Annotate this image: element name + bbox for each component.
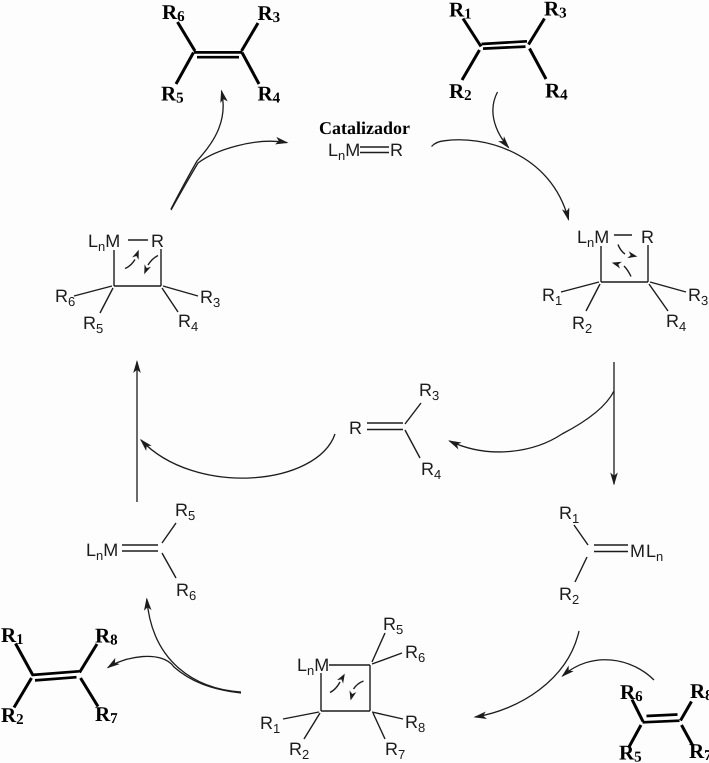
svg-text:R: R: [349, 418, 362, 438]
svg-text:LnM: LnM: [86, 540, 118, 563]
svg-text:R3: R3: [544, 0, 567, 22]
svg-text:R7: R7: [689, 739, 709, 763]
svg-text:R: R: [390, 140, 403, 160]
svg-text:LnM: LnM: [88, 231, 120, 254]
svg-text:LnM: LnM: [297, 655, 329, 678]
svg-text:LnM: LnM: [328, 140, 360, 163]
svg-text:R8: R8: [690, 679, 709, 704]
svg-text:Catalizador: Catalizador: [319, 118, 410, 138]
svg-text:R1: R1: [449, 0, 472, 23]
svg-text:LnM: LnM: [577, 227, 609, 250]
svg-text:R: R: [151, 231, 164, 251]
svg-text:R: R: [641, 227, 654, 247]
svg-text:M: M: [630, 541, 645, 561]
